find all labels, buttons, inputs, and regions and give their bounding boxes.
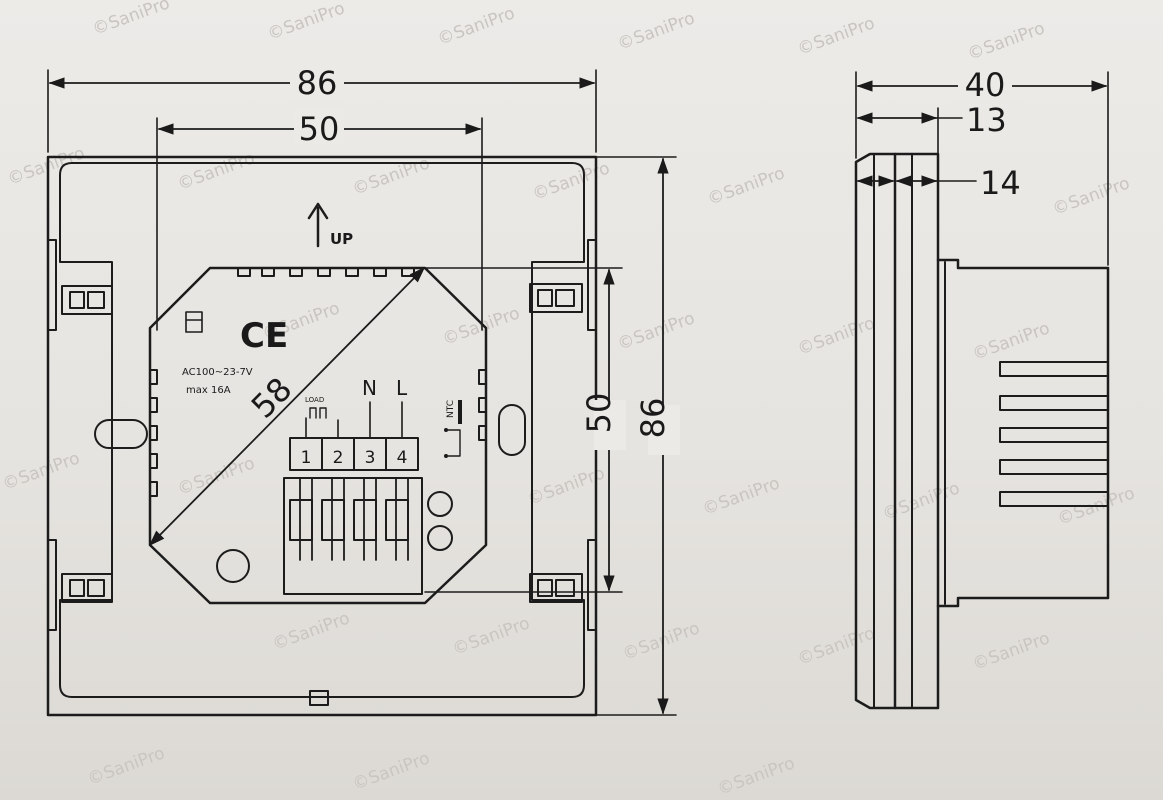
watermark: ©SaniPro bbox=[85, 743, 168, 789]
watermark: ©SaniPro bbox=[90, 0, 173, 40]
terminal-3: 3 bbox=[365, 448, 376, 468]
height-label-bg bbox=[648, 405, 680, 455]
depth-label-bg bbox=[958, 66, 1012, 100]
watermark: ©SaniPro bbox=[795, 13, 878, 59]
screw-hole-bottom-left bbox=[216, 549, 250, 583]
watermark: ©SaniPro bbox=[1050, 173, 1133, 219]
watermark: ©SaniPro bbox=[705, 163, 788, 209]
diagonal-dimension: 58 bbox=[244, 370, 300, 426]
watermark: ©SaniPro bbox=[615, 8, 698, 54]
watermark: ©SaniPro bbox=[715, 753, 798, 799]
inner-width-label-bg bbox=[294, 110, 344, 144]
watermark: ©SaniPro bbox=[970, 628, 1053, 674]
watermark: ©SaniPro bbox=[350, 748, 433, 794]
plate-depth-dimension: 14 bbox=[980, 164, 1021, 202]
watermark: ©SaniPro bbox=[970, 318, 1053, 364]
up-label: UP bbox=[330, 230, 353, 248]
height-dimension: 86 bbox=[634, 398, 672, 439]
screw-hole-upper bbox=[427, 491, 453, 517]
load-label: LOAD bbox=[305, 396, 324, 404]
load-symbol-icon bbox=[309, 407, 327, 419]
live-label: L bbox=[396, 376, 408, 400]
right-notch-upper bbox=[587, 239, 597, 331]
watermark: ©SaniPro bbox=[435, 3, 518, 49]
width-label-bg bbox=[290, 64, 344, 98]
watermark: ©SaniPro bbox=[450, 613, 533, 659]
watermark: ©SaniPro bbox=[880, 478, 963, 524]
depth-dimension: 40 bbox=[965, 66, 1006, 104]
watermark: ©SaniPro bbox=[615, 308, 698, 354]
width-dimension: 86 bbox=[297, 64, 338, 102]
mounting-plate-inner-frame bbox=[59, 162, 585, 698]
watermark: ©SaniPro bbox=[175, 453, 258, 499]
screw-hole-lower bbox=[427, 525, 453, 551]
watermark: ©SaniPro bbox=[530, 158, 613, 204]
ce-mark: CE bbox=[240, 316, 288, 356]
clip-right-top bbox=[529, 283, 583, 313]
watermark: ©SaniPro bbox=[700, 473, 783, 519]
ntc-sensor-icon bbox=[444, 400, 462, 458]
right-screw-slot bbox=[498, 404, 526, 456]
indoor-use-icon bbox=[185, 311, 203, 333]
clip-right-bottom bbox=[529, 573, 583, 603]
neutral-label: N bbox=[362, 376, 377, 400]
side-front-cover bbox=[854, 152, 897, 710]
watermark: ©SaniPro bbox=[0, 448, 83, 494]
watermark: ©SaniPro bbox=[620, 618, 703, 664]
current-rating: max 16A bbox=[186, 385, 231, 396]
watermark: ©SaniPro bbox=[5, 143, 88, 189]
side-mounting-plate bbox=[893, 152, 940, 710]
bottom-tab bbox=[309, 690, 329, 706]
watermark: ©SaniPro bbox=[350, 153, 433, 199]
side-back-body bbox=[936, 258, 1110, 608]
watermark: ©SaniPro bbox=[265, 0, 348, 45]
clip-left-bottom bbox=[61, 573, 113, 603]
voltage-rating: AC100~23-7V bbox=[182, 367, 253, 378]
terminal-4: 4 bbox=[397, 448, 408, 468]
left-notch-lower bbox=[47, 539, 57, 631]
terminal-2: 2 bbox=[333, 448, 344, 468]
watermark: ©SaniPro bbox=[795, 313, 878, 359]
front-depth-dimension: 13 bbox=[966, 101, 1007, 139]
up-arrow-icon bbox=[307, 202, 329, 248]
front-view: UP CE AC100~23-7V max 16A N L LOAD NTC bbox=[46, 64, 680, 717]
terminal-1: 1 bbox=[301, 448, 312, 468]
watermark: ©SaniPro bbox=[965, 18, 1048, 64]
terminal-block: 1 2 3 4 bbox=[283, 401, 423, 595]
inner-height-dimension: 50 bbox=[580, 393, 618, 434]
diagonal-dimension-line bbox=[148, 266, 426, 547]
left-screw-slot bbox=[94, 419, 148, 449]
inner-height-label-bg bbox=[594, 400, 626, 450]
ntc-label: NTC bbox=[446, 400, 456, 418]
watermark: ©SaniPro bbox=[795, 623, 878, 669]
inner-width-dimension: 50 bbox=[299, 110, 340, 148]
watermark: ©SaniPro bbox=[175, 148, 258, 194]
right-ridge-teeth bbox=[478, 369, 487, 441]
right-notch-lower bbox=[587, 539, 597, 631]
clip-left-top bbox=[61, 285, 113, 315]
left-notch-upper bbox=[47, 239, 57, 331]
side-terminal-pins bbox=[999, 361, 1109, 507]
side-view: 40 13 14 bbox=[854, 66, 1110, 710]
watermark: ©SaniPro bbox=[270, 608, 353, 654]
